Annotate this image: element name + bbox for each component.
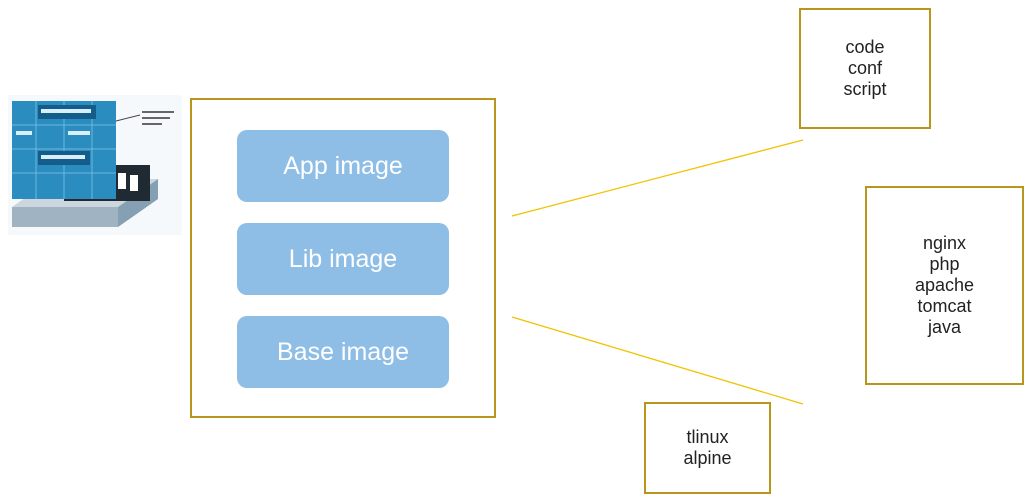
container-layers-illustration xyxy=(8,95,182,235)
note-line-code: code xyxy=(845,37,885,57)
note-line-nginx: nginx xyxy=(922,233,967,253)
image-stack-frame: App image Lib image Base image xyxy=(190,98,496,418)
note-line-php: php xyxy=(929,254,960,274)
note-line-tomcat: tomcat xyxy=(917,296,972,316)
base-contents-box: tlinux alpine xyxy=(644,402,771,494)
note-line-java: java xyxy=(927,317,962,337)
layer-base-image: Base image xyxy=(237,316,449,388)
connector-app-to-code xyxy=(511,139,804,217)
note-line-script: script xyxy=(843,79,887,99)
note-line-alpine: alpine xyxy=(683,448,732,468)
lib-contents-box: nginx php apache tomcat java xyxy=(865,186,1024,385)
layer-lib-image: Lib image xyxy=(237,223,449,295)
connector-base-to-os xyxy=(511,316,804,405)
note-line-conf: conf xyxy=(847,58,883,78)
note-line-tlinux: tlinux xyxy=(686,427,729,447)
layer-app-image: App image xyxy=(237,130,449,202)
app-contents-box: code conf script xyxy=(799,8,931,129)
note-line-apache: apache xyxy=(914,275,975,295)
